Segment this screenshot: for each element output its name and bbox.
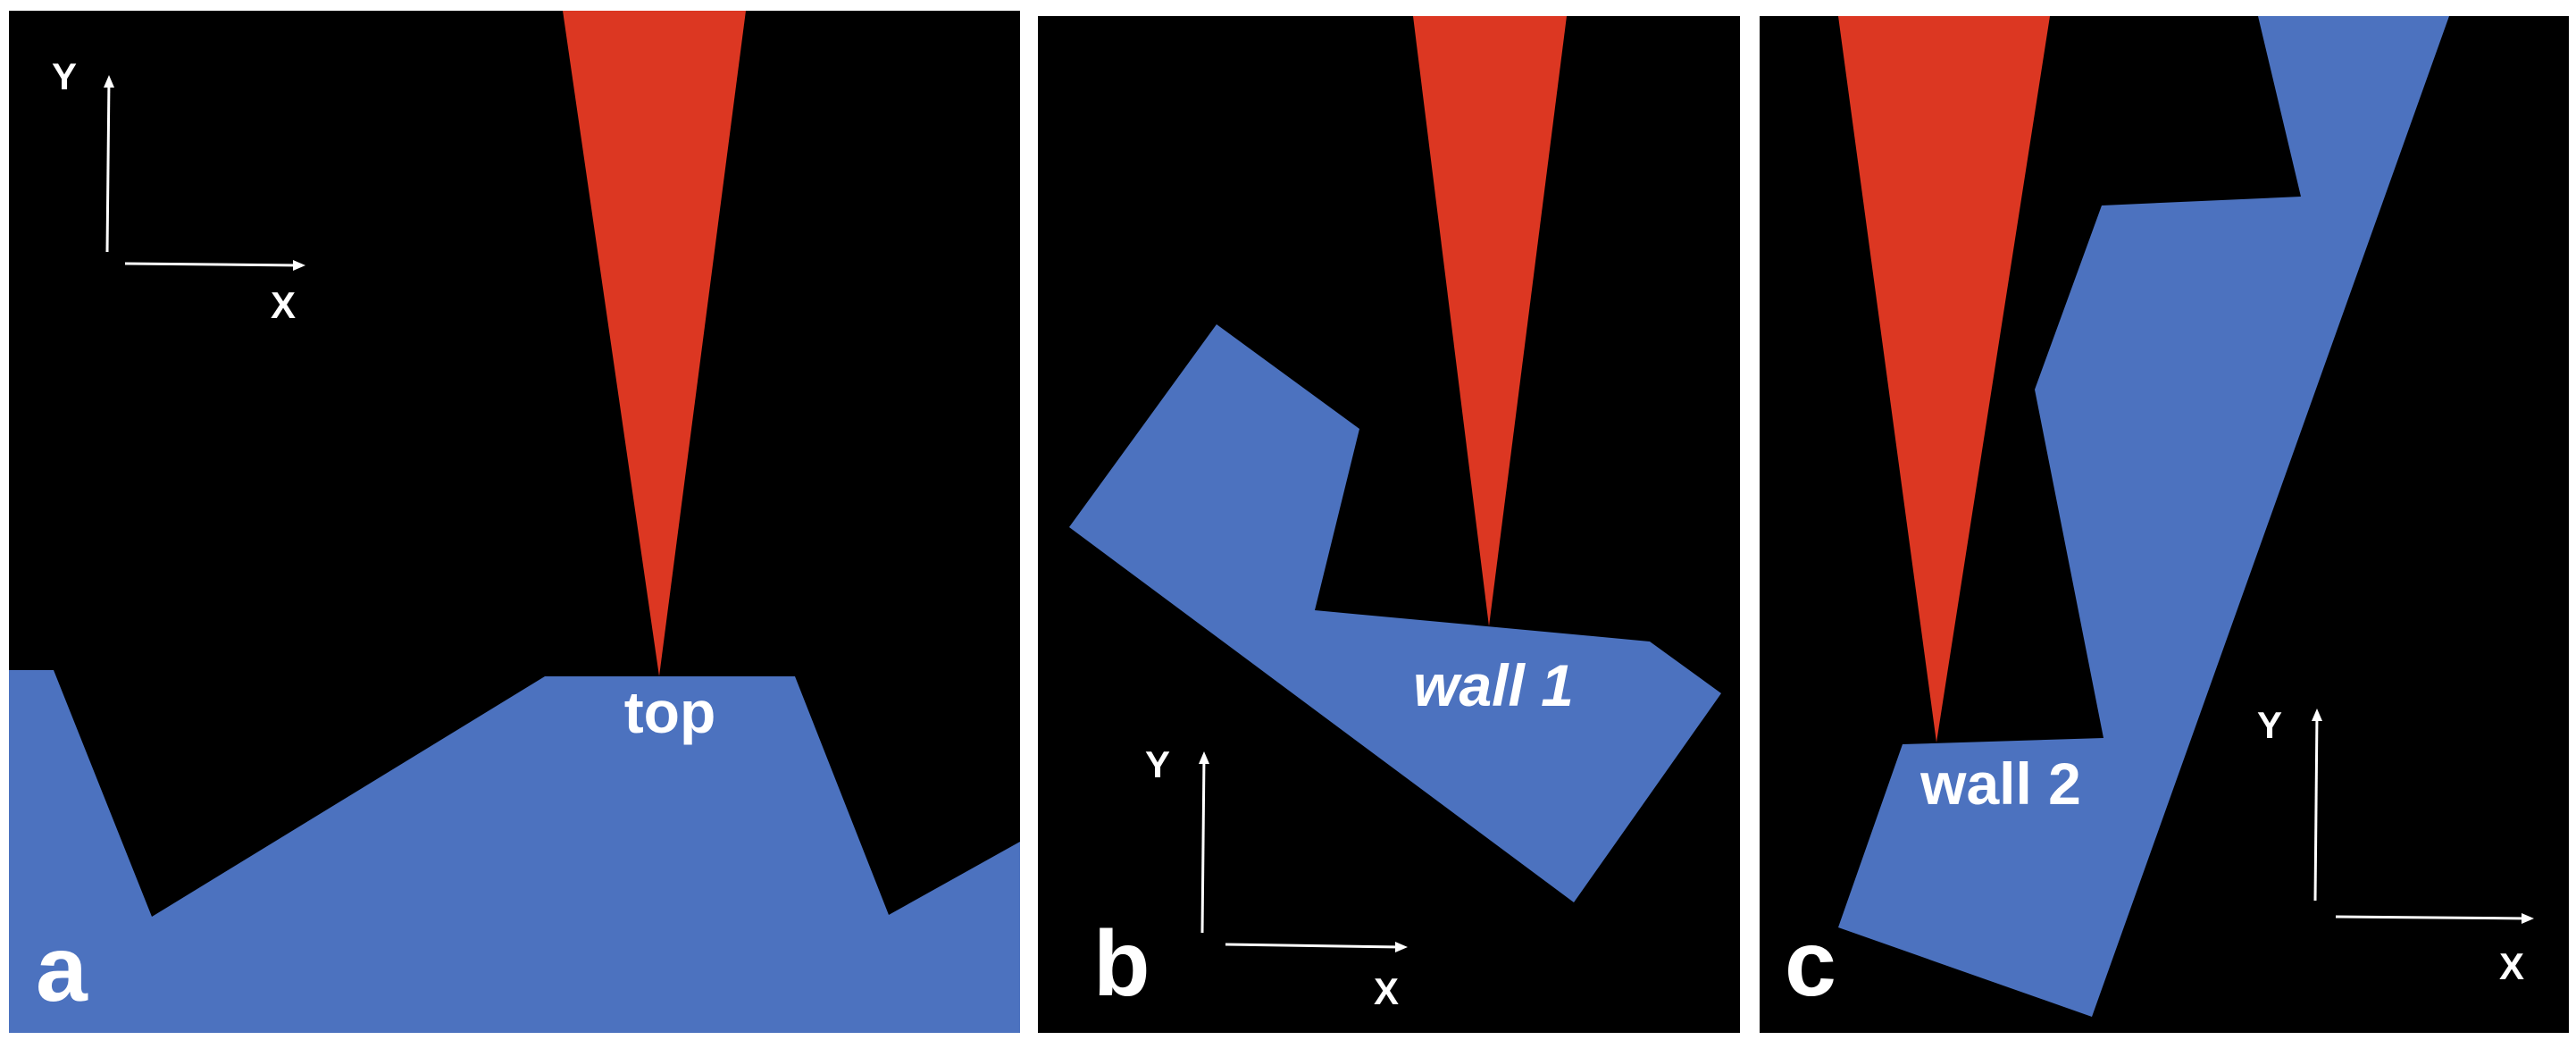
x-axis-arrow-a	[293, 260, 305, 271]
panel-letter-b: b	[1093, 912, 1150, 1016]
x-axis-line-c	[2335, 915, 2529, 920]
y-axis-label-c: Y	[2257, 704, 2282, 746]
panel-a: top Y X a	[9, 11, 1020, 1033]
sample-body-b	[1069, 324, 1721, 902]
y-axis-label-b: Y	[1145, 743, 1170, 785]
panel-b: wall 1 Y X b	[1038, 16, 1740, 1033]
y-axis-arrow-b	[1199, 751, 1209, 764]
probe-tip-c	[1838, 16, 2050, 742]
axes-c: Y X	[2257, 704, 2534, 987]
x-axis-label-a: X	[271, 284, 296, 326]
y-axis-line-a	[105, 78, 111, 253]
x-axis-line-b	[1225, 943, 1402, 949]
y-axis-line-b	[1200, 755, 1206, 934]
y-axis-arrow-a	[104, 75, 114, 88]
probe-tip-b	[1413, 16, 1567, 626]
panel-letter-c: c	[1785, 912, 1836, 1016]
sample-body-a	[9, 670, 1020, 1033]
y-axis-line-c	[2313, 712, 2319, 902]
y-axis-label-a: Y	[52, 55, 77, 97]
x-axis-line-a	[124, 262, 300, 267]
x-axis-label-c: X	[2499, 945, 2524, 987]
surface-label-wall-1: wall 1	[1413, 652, 1574, 718]
probe-tip-a	[563, 11, 746, 676]
x-axis-label-b: X	[1374, 970, 1399, 1012]
panel-c: wall 2 Y X c	[1760, 16, 2569, 1033]
x-axis-arrow-b	[1395, 942, 1408, 952]
panel-a-canvas: top Y X a	[9, 11, 1020, 1033]
panel-letter-a: a	[36, 918, 88, 1021]
y-axis-arrow-c	[2312, 709, 2322, 721]
sample-body-c	[1838, 16, 2449, 1017]
surface-label-wall-2: wall 2	[1919, 751, 2081, 817]
panel-c-canvas: wall 2 Y X c	[1785, 16, 2534, 1017]
axes-b: Y X	[1145, 743, 1408, 1012]
axes-a: Y X	[52, 55, 305, 326]
x-axis-arrow-c	[2522, 913, 2534, 924]
surface-label-top: top	[624, 679, 716, 745]
panel-b-canvas: wall 1 Y X b	[1069, 16, 1721, 1016]
